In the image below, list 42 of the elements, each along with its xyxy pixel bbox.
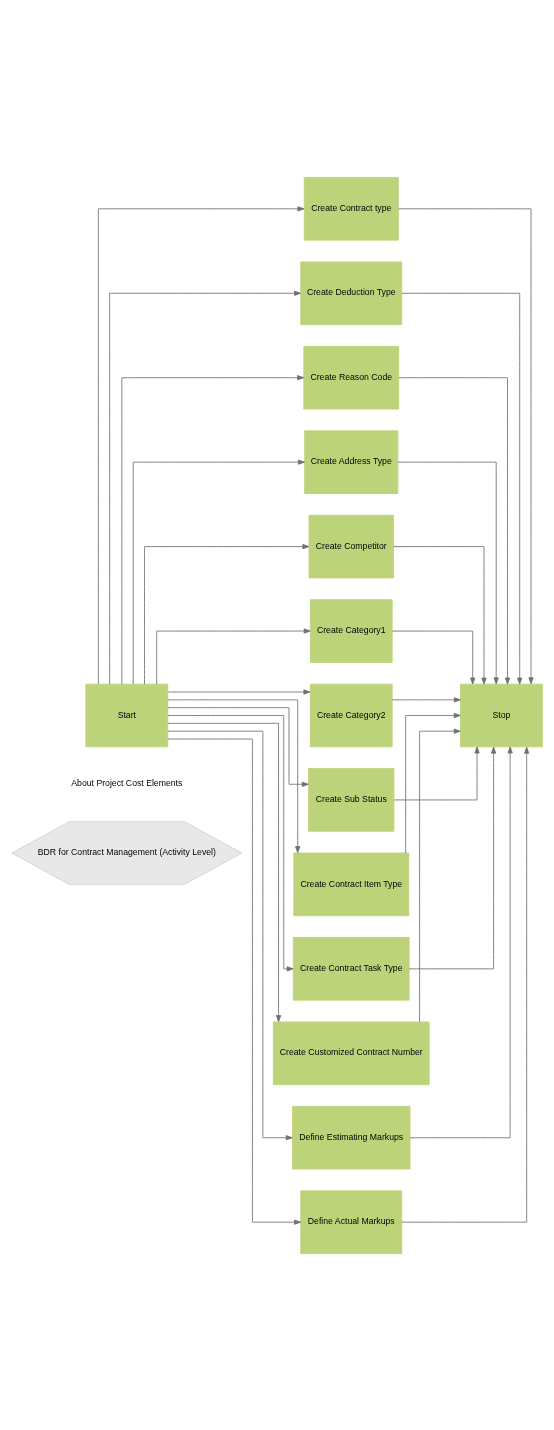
node-box: Start <box>85 683 169 747</box>
arrow <box>419 728 461 1022</box>
node-box: Create Category2 <box>309 683 393 747</box>
arrow <box>393 746 480 800</box>
node-box: Define Actual Markups <box>300 1189 403 1254</box>
node-box: Create Contract Task Type <box>292 936 410 1001</box>
arrow <box>391 696 461 702</box>
arrow <box>97 205 305 684</box>
arrow <box>408 746 497 969</box>
arrow <box>156 628 311 684</box>
arrow <box>401 746 530 1223</box>
node-box: Create Reason Code <box>303 345 400 409</box>
arrow <box>401 292 523 685</box>
arrow <box>109 290 302 685</box>
arrow <box>398 207 534 684</box>
node-box: Create Category1 <box>309 598 393 663</box>
node-box: Create Sub Status <box>308 767 395 832</box>
node-box: Create Address Type <box>304 429 399 494</box>
arrow <box>167 722 282 1022</box>
arrow <box>132 459 305 684</box>
arrow <box>397 461 499 684</box>
node-box: Create Contract type <box>303 176 399 241</box>
arrow <box>409 745 513 1138</box>
arrow <box>167 714 294 971</box>
node-box: Create Customized Contract Number <box>272 1021 430 1085</box>
node-box: Define Estimating Markups <box>292 1105 411 1169</box>
node-box: Create Deduction Type <box>300 261 403 325</box>
node-box: Stop <box>460 683 543 747</box>
node-box: Create Competitor <box>308 514 394 578</box>
arrow <box>398 376 511 684</box>
arrow <box>167 698 301 853</box>
arrow <box>167 706 309 787</box>
node-text: About Project Cost Elements <box>71 777 183 788</box>
arrow <box>167 730 293 1140</box>
arrow <box>121 374 305 684</box>
arrow <box>393 545 487 685</box>
arrow <box>144 543 310 685</box>
arrow <box>167 738 302 1225</box>
arrow <box>405 712 461 853</box>
node-box: Create Contract Item Type <box>293 852 410 916</box>
arrow <box>391 630 476 684</box>
arrow <box>167 688 311 695</box>
